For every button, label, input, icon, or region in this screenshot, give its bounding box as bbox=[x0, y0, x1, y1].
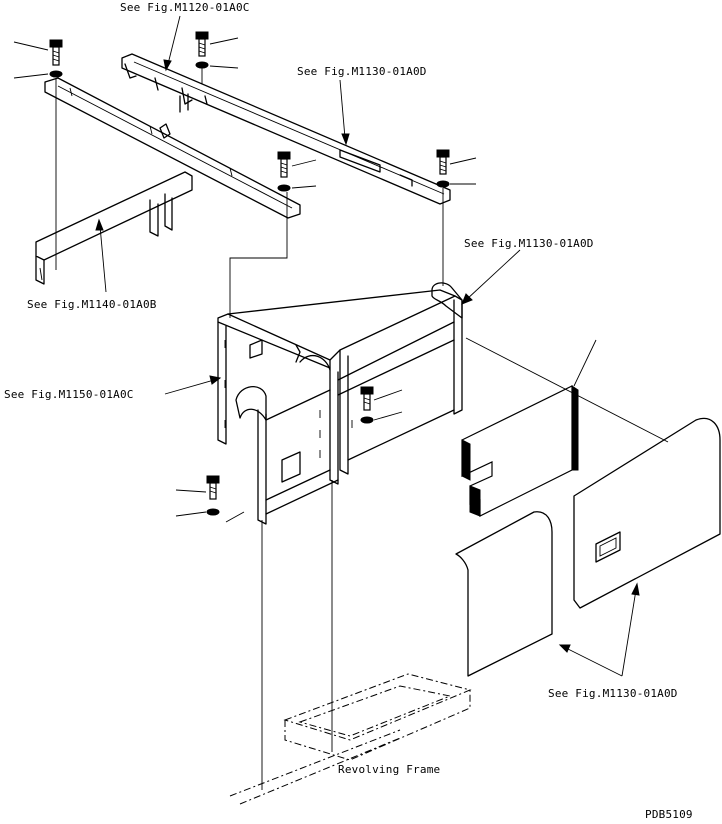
bolt-mid-center bbox=[277, 151, 291, 192]
bolt-lower-left bbox=[206, 475, 220, 516]
revolving-frame-base bbox=[229, 673, 472, 805]
lower-cover bbox=[455, 511, 553, 677]
ref-label-top-right: See Fig.M1130-01A0D bbox=[297, 65, 427, 78]
top-front-rail bbox=[44, 77, 301, 219]
assembly-lines bbox=[55, 66, 669, 790]
ref-label-mid-right: See Fig.M1130-01A0D bbox=[464, 237, 594, 250]
top-rear-rail bbox=[121, 53, 451, 205]
right-post bbox=[431, 282, 463, 319]
ref-label-left: See Fig.M1140-01A0B bbox=[27, 298, 157, 311]
ref-label-top: See Fig.M1120-01A0C bbox=[120, 1, 250, 14]
revolving-frame-label: Revolving Frame bbox=[338, 763, 441, 776]
ref-label-frame: See Fig.M1150-01A0C bbox=[4, 388, 134, 401]
main-frame bbox=[217, 289, 463, 525]
bolt-top-center bbox=[195, 31, 209, 69]
ref-label-bottom-right: See Fig.M1130-01A0D bbox=[548, 687, 678, 700]
left-bracket bbox=[35, 171, 193, 285]
bolt-frame-right bbox=[360, 386, 374, 424]
bolt-top-left bbox=[49, 39, 63, 78]
drawing-code: PDB5109 bbox=[645, 808, 693, 821]
bolt-mid-right bbox=[436, 149, 450, 188]
reference-leaders bbox=[95, 15, 640, 677]
side-cover bbox=[573, 417, 721, 609]
bolt-leaders bbox=[13, 37, 477, 523]
insulation-pad bbox=[461, 385, 579, 517]
